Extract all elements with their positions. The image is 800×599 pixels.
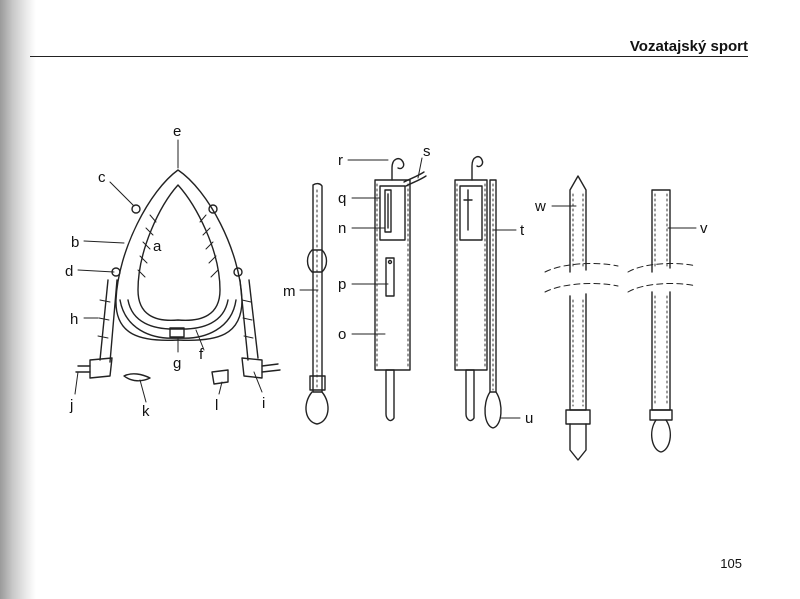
page-number: 105	[720, 556, 742, 571]
strap-holder-tu	[454, 155, 502, 429]
strap-w	[544, 175, 619, 461]
label-w: w	[534, 198, 546, 215]
label-e: e	[173, 123, 181, 140]
label-i: i	[262, 395, 265, 412]
page-binding-shadow	[0, 0, 36, 599]
label-n: n	[338, 220, 346, 237]
label-t: t	[520, 222, 525, 239]
label-p: p	[338, 276, 346, 293]
label-g: g	[173, 355, 181, 372]
label-f: f	[199, 346, 204, 363]
strap-v	[627, 189, 697, 453]
label-r: r	[338, 152, 343, 169]
label-l: l	[215, 397, 218, 414]
label-m: m	[283, 283, 296, 300]
label-q: q	[338, 190, 346, 207]
label-d: d	[65, 263, 73, 280]
label-b: b	[71, 234, 79, 251]
strap-m	[305, 182, 329, 425]
header-rule	[30, 56, 748, 57]
label-u: u	[525, 410, 533, 427]
running-header-title: Vozatajský sport	[629, 38, 748, 55]
label-o: o	[338, 326, 346, 343]
label-k: k	[142, 403, 150, 420]
label-s: s	[423, 143, 431, 160]
label-v: v	[700, 220, 708, 237]
label-a: a	[153, 238, 162, 255]
label-c: c	[98, 169, 106, 186]
label-j: j	[69, 397, 73, 414]
label-h: h	[70, 311, 78, 328]
strap-holder-nopqrs	[374, 157, 427, 422]
leader-lines	[74, 139, 697, 419]
